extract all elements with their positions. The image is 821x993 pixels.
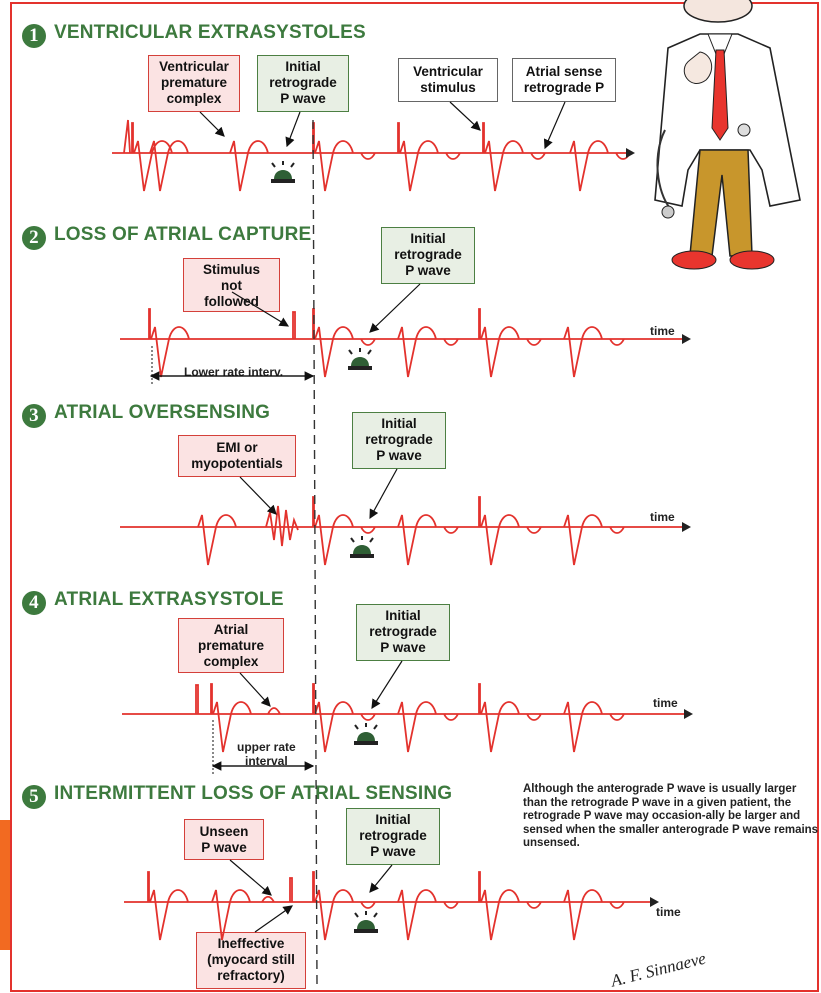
time-axis-arrow: [684, 709, 693, 719]
pointer-arrow: [450, 102, 480, 130]
pointer-arrow: [230, 860, 271, 895]
time-axis-arrow: [650, 897, 659, 907]
doctor-illustration: [655, 0, 800, 269]
pointer-arrow: [240, 673, 270, 706]
pointer-arrow: [232, 292, 288, 326]
pointer-arrow: [255, 906, 292, 932]
alarm-bells: [271, 161, 378, 933]
pointer-arrow: [370, 469, 397, 518]
alarm-bell-icon: [350, 536, 374, 558]
ecg-trace: [124, 872, 650, 940]
alarm-bell-icon: [348, 348, 372, 370]
time-axis-arrow: [682, 334, 691, 344]
time-axis-arrow: [626, 148, 635, 158]
ecg-trace: [122, 684, 684, 752]
pointer-arrow: [287, 112, 300, 146]
pointer-arrow: [372, 661, 402, 708]
alarm-bell-icon: [354, 723, 378, 745]
pointer-arrow: [545, 102, 565, 148]
pointer-arrow: [200, 112, 224, 136]
pointer-arrow: [240, 477, 276, 514]
pointer-arrow: [370, 284, 420, 332]
retro-timing-line: [313, 120, 317, 985]
alarm-bell-icon: [354, 911, 378, 933]
time-axis-arrow: [682, 522, 691, 532]
ecg-traces: [112, 120, 693, 940]
pointer-arrow: [370, 865, 392, 892]
alarm-bell-icon: [271, 161, 295, 183]
ecg-trace: [120, 309, 682, 377]
ecg-trace: [120, 497, 682, 565]
